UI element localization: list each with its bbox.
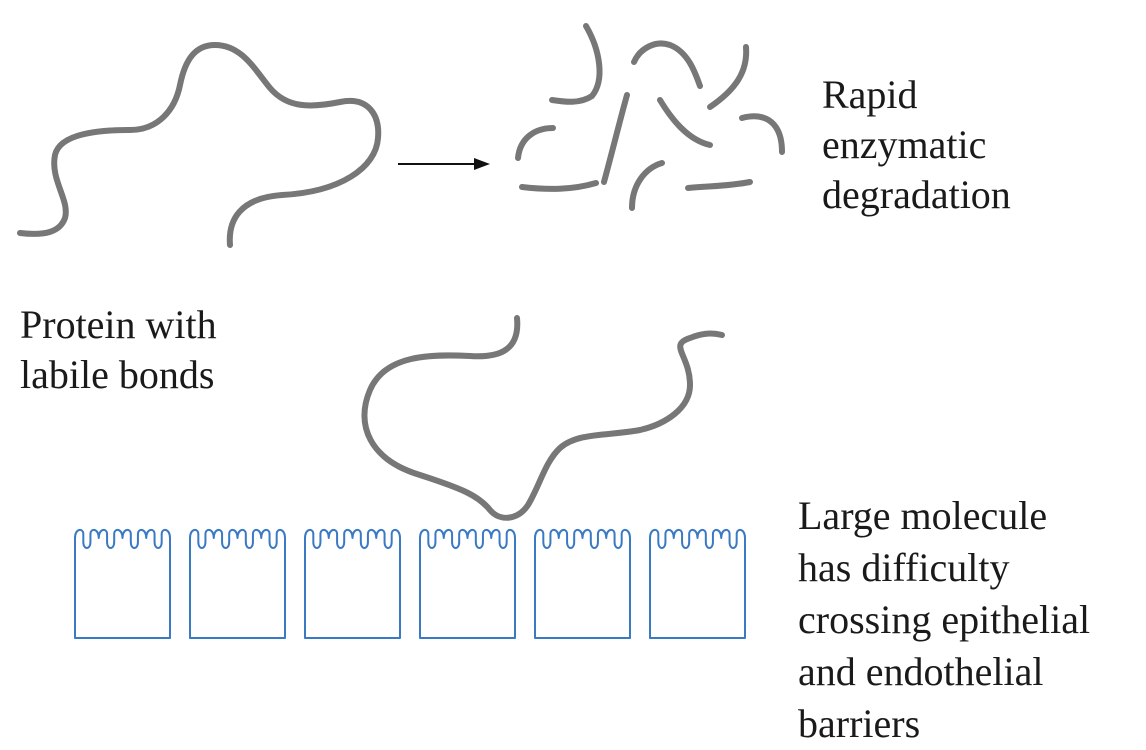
barrier-label-line-2: has difficulty: [798, 545, 1010, 590]
protein-label: Protein with labile bonds: [20, 300, 217, 400]
epithelial-cell: [649, 528, 746, 639]
epithelial-cell: [419, 528, 516, 639]
barrier-label-line-4: and endothelial: [798, 649, 1044, 694]
barrier-label: Large molecule has difficulty crossing e…: [798, 490, 1090, 750]
degradation-label-line-2: enzymatic: [822, 122, 987, 167]
epithelial-cell: [189, 528, 286, 639]
intact-protein-strand: [17, 41, 382, 248]
degradation-label-line-1: Rapid: [822, 72, 918, 117]
protein-label-line-1: Protein with: [20, 302, 217, 347]
fragment-9: [629, 160, 665, 211]
fragment-10: [685, 179, 753, 191]
barrier-label-line-1: Large molecule: [798, 493, 1048, 538]
large-protein-strand: [361, 315, 725, 521]
fragment-3: [707, 44, 750, 110]
epithelial-cell-layer: [74, 528, 746, 639]
diagram-canvas: Rapid enzymatic degradation Protein with…: [17, 23, 1090, 746]
epithelial-cell: [534, 528, 631, 639]
fragment-1: [549, 23, 603, 105]
fragment-5: [601, 92, 630, 185]
degradation-label-line-3: degradation: [822, 172, 1011, 217]
fragment-4: [515, 125, 556, 161]
protein-fragments: [515, 23, 785, 211]
degradation-arrow-head: [474, 158, 490, 170]
epithelial-cell: [304, 528, 401, 639]
diagram-svg: [17, 23, 785, 639]
fragment-6: [657, 97, 713, 148]
protein-label-line-2: labile bonds: [20, 352, 215, 397]
degradation-label: Rapid enzymatic degradation: [822, 70, 1011, 220]
fragment-2: [631, 40, 703, 89]
barrier-label-line-3: crossing epithelial: [798, 597, 1091, 642]
fragment-8: [519, 180, 599, 192]
barrier-label-line-5: barriers: [798, 701, 921, 746]
fragment-7: [739, 113, 785, 155]
epithelial-cell: [74, 528, 171, 639]
